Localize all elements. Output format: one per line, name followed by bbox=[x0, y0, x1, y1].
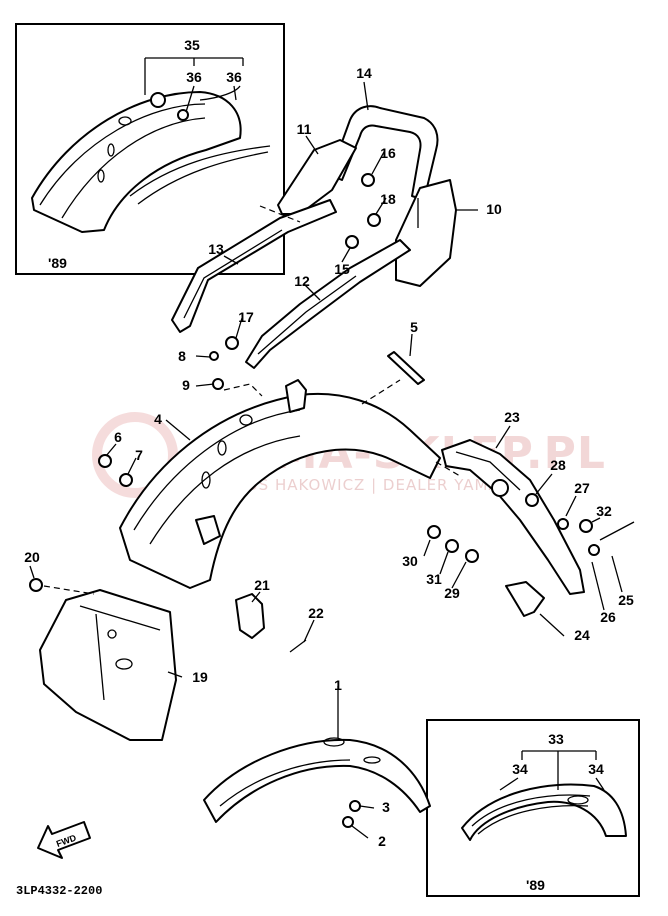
callout-32: 32 bbox=[596, 503, 612, 519]
callout-9: 9 bbox=[182, 377, 190, 393]
front-fender bbox=[203, 737, 431, 823]
bracket-right bbox=[245, 239, 411, 369]
callout-34-left: 34 bbox=[512, 761, 528, 777]
inset-year-bottom-right: '89 bbox=[526, 877, 545, 893]
callout-4: 4 bbox=[154, 411, 162, 427]
callout-34-right: 34 bbox=[588, 761, 604, 777]
callout-15: 15 bbox=[334, 261, 350, 277]
leader-lines bbox=[29, 81, 623, 839]
rear-stay bbox=[441, 439, 585, 595]
callout-8: 8 bbox=[178, 348, 186, 364]
callout-35: 35 bbox=[184, 37, 200, 53]
side-cover-right bbox=[395, 179, 457, 287]
callout-2: 2 bbox=[378, 833, 386, 849]
bracket-left bbox=[171, 199, 337, 333]
callout-6: 6 bbox=[114, 429, 122, 445]
callout-10: 10 bbox=[486, 201, 502, 217]
callout-16: 16 bbox=[380, 145, 396, 161]
callout-23: 23 bbox=[504, 409, 520, 425]
callout-14: 14 bbox=[356, 65, 372, 81]
callout-17: 17 bbox=[238, 309, 254, 325]
callout-27: 27 bbox=[574, 480, 590, 496]
callout-30: 30 bbox=[402, 553, 418, 569]
callout-19: 19 bbox=[192, 669, 208, 685]
grab-bar bbox=[329, 105, 439, 201]
callout-25: 25 bbox=[618, 592, 634, 608]
callout-28: 28 bbox=[550, 457, 566, 473]
front-fender-1989-inset bbox=[461, 783, 627, 841]
diagram-code: 3LP4332-2200 bbox=[16, 884, 102, 898]
callout-12: 12 bbox=[294, 273, 310, 289]
callout-26: 26 bbox=[600, 609, 616, 625]
callout-18: 18 bbox=[380, 191, 396, 207]
callout-21: 21 bbox=[254, 577, 270, 593]
rear-fender-1989-inset bbox=[31, 85, 271, 233]
callout-13: 13 bbox=[208, 241, 224, 257]
callout-labels: 1 2 3 4 5 6 7 8 9 10 11 12 13 14 15 16 1… bbox=[24, 37, 634, 849]
callout-11: 11 bbox=[297, 121, 312, 137]
callout-31: 31 bbox=[426, 571, 442, 587]
callout-7: 7 bbox=[135, 447, 143, 463]
forward-arrow-icon: FWD bbox=[37, 821, 91, 859]
callout-22: 22 bbox=[308, 605, 324, 621]
callout-20: 20 bbox=[24, 549, 40, 565]
side-cover-left bbox=[277, 139, 357, 215]
small-hardware bbox=[29, 173, 635, 828]
callout-33: 33 bbox=[548, 731, 564, 747]
callout-5: 5 bbox=[410, 319, 418, 335]
callout-1: 1 bbox=[334, 677, 342, 693]
inset-year-top-left: '89 bbox=[48, 255, 67, 271]
callout-36-left: 36 bbox=[186, 69, 202, 85]
callout-29: 29 bbox=[444, 585, 460, 601]
callout-24: 24 bbox=[574, 627, 590, 643]
watermark-sub: AWIUS HAKOWICZ | DEALER YAMAHA bbox=[215, 476, 523, 494]
inner-fender bbox=[39, 589, 177, 741]
rear-fender bbox=[119, 379, 441, 589]
callout-36-right: 36 bbox=[226, 69, 242, 85]
inset-box-top-left bbox=[15, 23, 285, 275]
callout-3: 3 bbox=[382, 799, 390, 815]
